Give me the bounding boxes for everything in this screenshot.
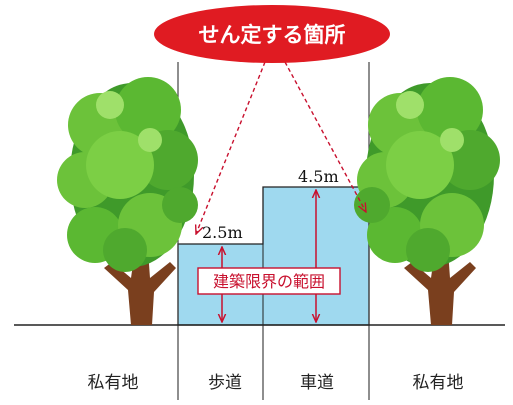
left-tree [57,77,198,325]
zone-label-sidewalk: 歩道 [208,373,242,393]
callout-pointer-right [284,61,366,212]
clearance-label-box [197,267,341,295]
callout-pointer-left [196,61,266,234]
callout-bubble [154,5,390,63]
right-tree-foliage [354,77,500,272]
left-tree-foliage [57,77,198,272]
left-tree-trunk [104,250,176,325]
zone-label-private-right: 私有地 [413,373,464,393]
roadway-height-label: 4.5m [298,167,339,186]
sidewalk-height-label: 2.5m [202,223,243,242]
clearance-label-text: 建築限界の範囲 [213,272,325,291]
right-tree-trunk [404,250,476,325]
zone-label-private-left: 私有地 [88,373,139,393]
zone-label-roadway: 車道 [300,373,334,393]
callout-text: せん定する箇所 [199,23,346,47]
right-tree [354,77,500,325]
